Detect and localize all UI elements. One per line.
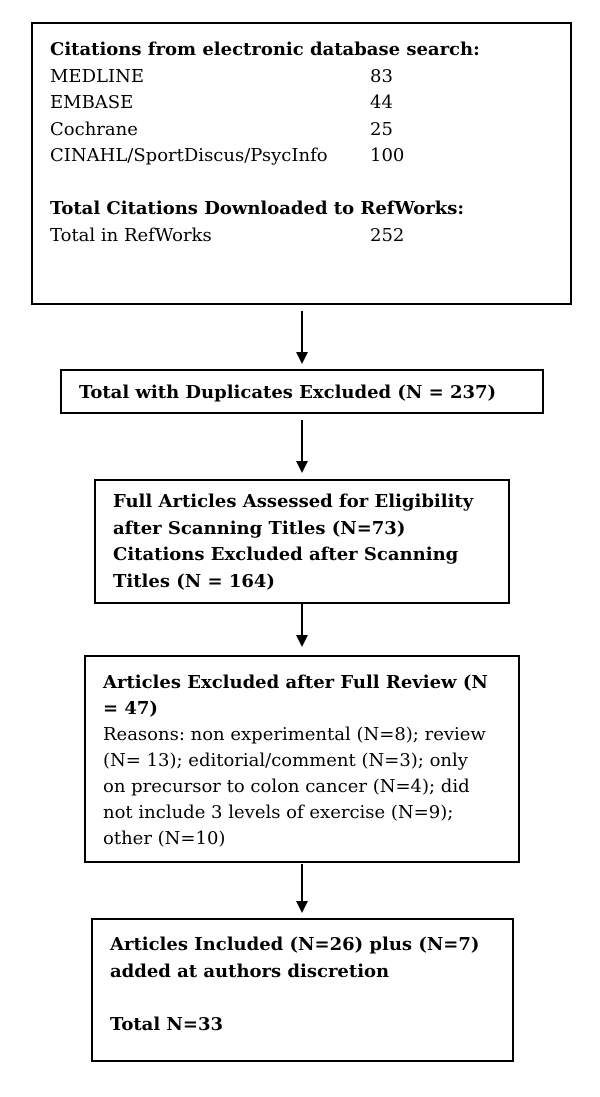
database-row-medline: MEDLINE 83 <box>50 64 570 91</box>
eligibility-line: Titles (N = 164) <box>113 570 275 592</box>
included-total: Total N=33 <box>110 1013 224 1035</box>
duplicates-excluded-text: Total with Duplicates Excluded (N = 237) <box>79 382 497 403</box>
included-line: Articles Included (N=26) plus (N=7) <box>110 934 480 955</box>
flow-arrow <box>292 604 312 648</box>
database-name: MEDLINE <box>50 65 144 87</box>
articles-included-box: Articles Included (N=26) plus (N=7) adde… <box>91 918 514 1062</box>
included-line: added at authors discretion <box>110 960 390 982</box>
database-name: Cochrane <box>50 118 138 140</box>
database-count: 100 <box>370 145 405 166</box>
flow-arrow <box>292 420 312 474</box>
refworks-heading: Total Citations Downloaded to RefWorks: <box>50 198 465 219</box>
eligibility-line: Full Articles Assessed for Eligibility <box>113 491 474 512</box>
flow-arrow <box>292 864 312 914</box>
exclusion-reason-line: other (N=10) <box>103 828 226 849</box>
database-count: 25 <box>370 118 393 140</box>
full-review-excluded-box: Articles Excluded after Full Review (N =… <box>84 655 520 863</box>
eligibility-line: after Scanning Titles (N=73) <box>113 517 406 539</box>
database-row-embase: EMBASE 44 <box>50 90 570 117</box>
exclusion-reason-line: not include 3 levels of exercise (N=9); <box>103 802 454 823</box>
database-row-cochrane: Cochrane 25 <box>50 117 570 144</box>
eligibility-line: Citations Excluded after Scanning <box>113 544 459 565</box>
refworks-total-row: Total in RefWorks 252 <box>50 223 570 250</box>
database-name: EMBASE <box>50 92 134 113</box>
exclusion-reason-line: Reasons: non experimental (N=8); review <box>103 724 486 745</box>
database-count: 83 <box>370 65 393 87</box>
full-review-heading: Articles Excluded after Full Review (N <box>103 672 488 693</box>
database-name: CINAHL/SportDiscus/PsycInfo <box>50 145 328 166</box>
duplicates-excluded-box: Total with Duplicates Excluded (N = 237) <box>60 369 544 414</box>
flow-arrow <box>292 311 312 365</box>
database-count: 44 <box>370 92 393 113</box>
database-search-heading: Citations from electronic database searc… <box>50 39 480 60</box>
eligibility-assessment-box: Full Articles Assessed for Eligibility a… <box>94 479 510 604</box>
database-search-box: Citations from electronic database searc… <box>31 22 572 305</box>
refworks-total-label: Total in RefWorks <box>50 224 212 246</box>
exclusion-reason-line: (N= 13); editorial/comment (N=3); only <box>103 750 468 771</box>
database-row-cinahl: CINAHL/SportDiscus/PsycInfo 100 <box>50 143 570 170</box>
full-review-heading: = 47) <box>103 698 158 719</box>
exclusion-reason-line: on precursor to colon cancer (N=4); did <box>103 776 470 797</box>
refworks-total-count: 252 <box>370 224 405 246</box>
